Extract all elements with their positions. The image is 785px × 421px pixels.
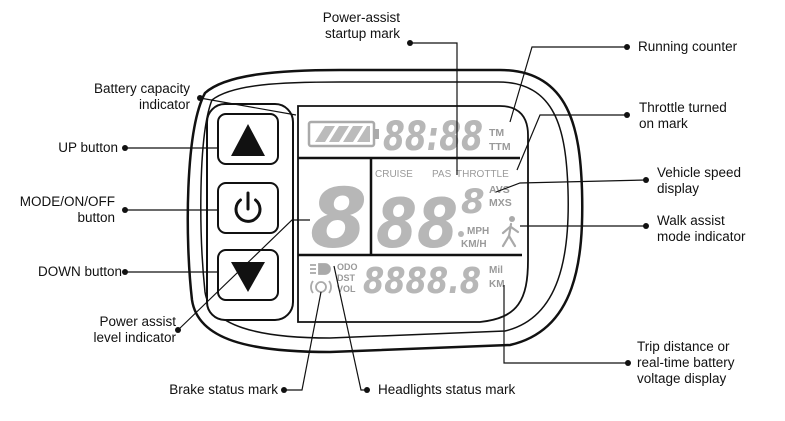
leader-throttle — [516, 114, 627, 171]
speed-decimal-point — [458, 231, 464, 237]
mil-label: Mil — [489, 265, 503, 276]
battery-icon — [307, 120, 379, 148]
leader-vehicle-speed — [495, 179, 647, 193]
label-walk-line1: Walk assist — [657, 213, 725, 228]
label-trip-line1: Trip distance or — [637, 339, 730, 354]
ttm-label: TTM — [489, 141, 511, 153]
label-vehicle-speed: Vehicle speed display — [657, 165, 741, 197]
mxs-label: MXS — [489, 197, 512, 209]
speed-decimal-digit: 8 — [461, 182, 485, 222]
avs-label: AVS — [489, 184, 510, 196]
tm-label: TM — [489, 127, 504, 139]
km-label: KM — [489, 279, 505, 290]
label-power-assist-startup-line2: startup mark — [324, 26, 400, 41]
vol-label: VOL — [337, 284, 356, 294]
label-mode-line2: button — [77, 210, 115, 225]
power-icon — [234, 191, 262, 223]
leader-battery — [199, 97, 297, 116]
odo-label: ODO — [337, 262, 358, 272]
label-pas-level-line1: Power assist — [99, 314, 176, 329]
lcd-screen — [297, 105, 529, 323]
label-pas-level: Power assist level indicator — [40, 314, 176, 346]
label-mode-line1: MODE/ON/OFF — [19, 194, 115, 209]
headlight-icon — [310, 263, 331, 275]
assist-level-digit: 8 — [310, 172, 367, 267]
label-brake-status: Brake status mark — [169, 382, 278, 397]
label-trip-line3: voltage display — [637, 371, 727, 386]
label-power-assist-startup-line1: Power-assist — [322, 10, 400, 25]
label-trip-line2: real-time battery — [637, 355, 735, 370]
label-vehicle-speed-line2: display — [657, 181, 700, 196]
label-headlights-status: Headlights status mark — [378, 382, 516, 397]
label-running-counter: Running counter — [638, 39, 738, 54]
label-mode-button: MODE/ON/OFF button — [0, 194, 115, 226]
cruise-label: CRUISE — [375, 169, 413, 180]
label-down-button: DOWN button — [37, 264, 122, 279]
label-walk-line2: mode indicator — [657, 229, 746, 244]
label-throttle: Throttle turned on mark — [639, 100, 727, 132]
label-pas-level-line2: level indicator — [93, 330, 176, 345]
walk-icon — [501, 216, 520, 248]
mode-on-off-button[interactable] — [217, 182, 279, 234]
up-arrow-icon — [231, 124, 265, 156]
leader-pas-level — [177, 219, 310, 331]
up-button[interactable] — [217, 113, 279, 165]
speed-digits: 88 — [376, 185, 458, 264]
label-throttle-line1: Throttle turned — [639, 100, 727, 115]
device-outer-shell — [186, 68, 584, 354]
label-throttle-line2: on mark — [639, 116, 688, 131]
throttle-label: THROTTLE — [456, 169, 509, 180]
pas-label: PAS — [432, 169, 452, 180]
down-button[interactable] — [217, 249, 279, 301]
leader-running-counter — [509, 46, 627, 123]
kmh-label: KM/H — [461, 239, 487, 250]
label-power-assist-startup: Power-assist startup mark — [300, 10, 400, 42]
running-counter-digits: 88:88 — [383, 114, 483, 160]
label-battery: Battery capacity indicator — [40, 81, 190, 113]
callout-dots — [122, 40, 649, 393]
leader-trip — [503, 285, 628, 364]
leader-brake — [284, 291, 322, 391]
dst-label: DST — [337, 273, 356, 283]
leader-power-assist-startup — [410, 42, 458, 175]
label-battery-line2: indicator — [138, 97, 190, 112]
label-vehicle-speed-line1: Vehicle speed — [657, 165, 742, 180]
down-arrow-icon — [231, 262, 265, 292]
trip-digits: 8888.8 — [363, 261, 481, 302]
label-walk-assist: Walk assist mode indicator — [657, 213, 746, 245]
label-up-button: UP button — [58, 140, 118, 155]
device-inner-shell — [200, 81, 569, 339]
label-trip-distance: Trip distance or real-time battery volta… — [637, 339, 735, 387]
label-battery-line1: Battery capacity — [93, 81, 190, 96]
mph-label: MPH — [467, 226, 489, 237]
